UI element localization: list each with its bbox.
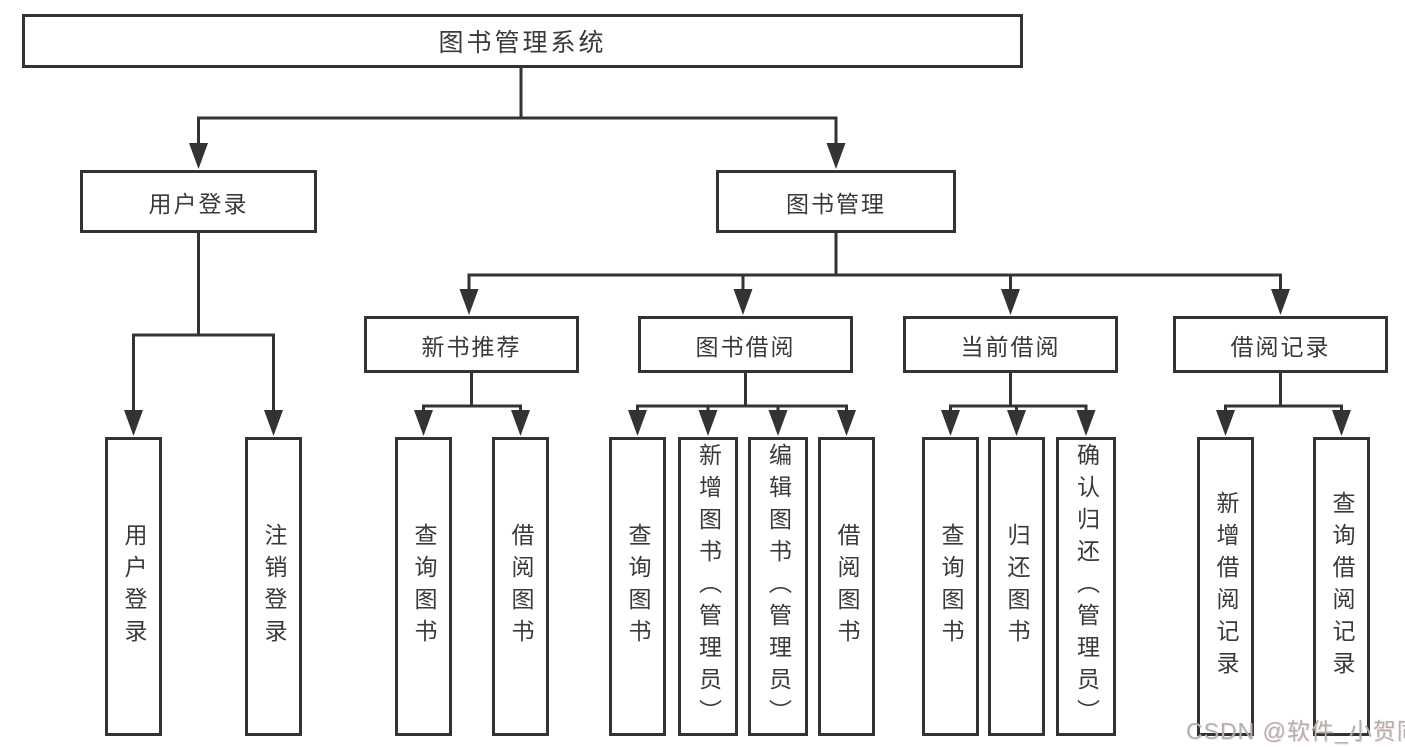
leaf-logout: 注销登录 bbox=[245, 437, 302, 736]
node-library-system: 图书管理系统 bbox=[22, 14, 1023, 68]
leaf-query-books-current: 查询图书 bbox=[922, 437, 979, 736]
leaf-return-book-label: 归还图书 bbox=[1004, 522, 1030, 651]
leaf-query-books-recommend: 查询图书 bbox=[395, 437, 452, 736]
leaf-borrow-books-recommend: 借阅图书 bbox=[492, 437, 549, 736]
leaf-user-login: 用户登录 bbox=[105, 437, 162, 736]
leaf-user-login-label: 用户登录 bbox=[121, 522, 147, 651]
node-new-book-recommend: 新书推荐 bbox=[364, 316, 579, 373]
leaf-edit-book-admin-label: 编辑图书（管理员） bbox=[765, 442, 792, 731]
leaf-edit-book-admin: 编辑图书（管理员） bbox=[748, 437, 808, 736]
leaf-query-borrow-record: 查询借阅记录 bbox=[1313, 437, 1370, 736]
node-book-management: 图书管理 bbox=[716, 170, 956, 233]
leaf-borrow-books-label: 借阅图书 bbox=[834, 522, 860, 651]
leaf-add-book-admin-label: 新增图书（管理员） bbox=[695, 442, 722, 731]
leaf-add-borrow-record-label: 新增借阅记录 bbox=[1213, 490, 1239, 683]
leaf-confirm-return-admin-label: 确认归还（管理员） bbox=[1073, 442, 1100, 731]
leaf-return-book: 归还图书 bbox=[988, 437, 1045, 736]
node-current-borrowing-label: 当前借阅 bbox=[960, 333, 1061, 360]
leaf-borrow-books: 借阅图书 bbox=[818, 437, 875, 736]
node-book-borrowing: 图书借阅 bbox=[638, 316, 853, 373]
leaf-query-borrow-record-label: 查询借阅记录 bbox=[1329, 490, 1355, 683]
node-user-login: 用户登录 bbox=[80, 170, 317, 233]
node-book-management-label: 图书管理 bbox=[786, 190, 886, 217]
leaf-query-books-recommend-label: 查询图书 bbox=[411, 522, 437, 651]
node-new-book-recommend-label: 新书推荐 bbox=[421, 333, 522, 360]
leaf-add-borrow-record: 新增借阅记录 bbox=[1197, 437, 1254, 736]
leaf-query-books-borrowing-label: 查询图书 bbox=[625, 522, 651, 651]
node-current-borrowing: 当前借阅 bbox=[903, 316, 1118, 373]
leaf-logout-label: 注销登录 bbox=[261, 522, 287, 651]
arrowheads bbox=[124, 143, 1351, 436]
leaf-confirm-return-admin: 确认归还（管理员） bbox=[1056, 437, 1116, 736]
node-book-borrowing-label: 图书借阅 bbox=[695, 333, 796, 360]
watermark: CSDN @软件_小贺同学 bbox=[1186, 718, 1405, 744]
node-library-system-label: 图书管理系统 bbox=[438, 29, 607, 57]
node-user-login-label: 用户登录 bbox=[148, 190, 249, 217]
leaf-add-book-admin: 新增图书（管理员） bbox=[678, 437, 738, 736]
node-borrowing-records: 借阅记录 bbox=[1173, 316, 1388, 373]
leaf-query-books-current-label: 查询图书 bbox=[938, 522, 964, 651]
leaf-borrow-books-recommend-label: 借阅图书 bbox=[508, 522, 534, 651]
leaf-query-books-borrowing: 查询图书 bbox=[609, 437, 666, 736]
node-borrowing-records-label: 借阅记录 bbox=[1230, 333, 1331, 360]
